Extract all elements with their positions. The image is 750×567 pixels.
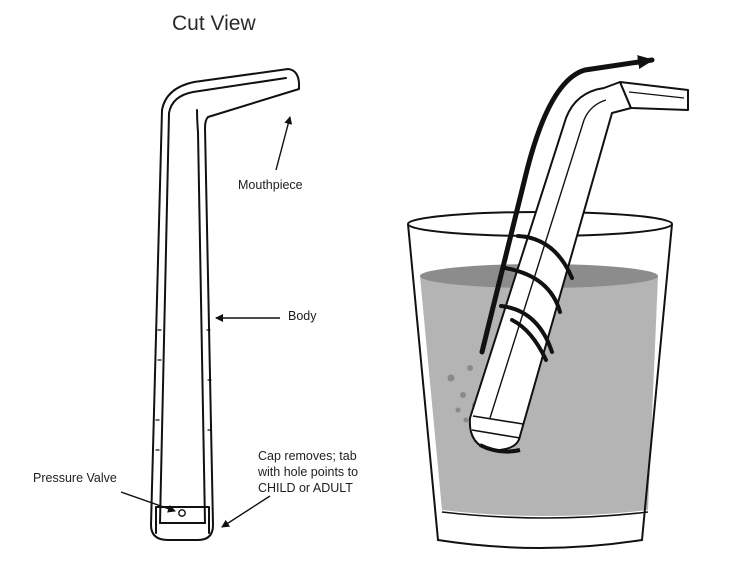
device-in-glass [468,81,689,454]
label-body: Body [288,309,317,323]
pressure-valve-hole [178,509,186,517]
device-stripes [499,234,574,362]
label-cap-line: Cap removes; tab [258,449,357,463]
liquid [420,270,658,516]
body-tick-marks [155,329,212,451]
label-cap-line: CHILD or ADULT [258,481,353,495]
bubbles [447,365,478,423]
device-inner-wall-right [196,109,206,524]
label-cap: Cap removes; tab with hole points to CHI… [258,448,408,496]
cut-view-device [150,68,300,541]
device-inner-wall [159,77,287,524]
figure-title: Cut View [172,12,256,35]
flow-arrow-icon [479,55,655,355]
mouthpiece-arrow-icon [275,116,293,171]
pressure-valve-arrow-icon [120,491,176,513]
glass-outline [407,223,673,549]
label-mouthpiece: Mouthpiece [238,178,303,192]
device-tube [468,81,632,451]
label-pressure-valve: Pressure Valve [33,471,117,485]
device-cap [155,506,210,534]
device-mouthpiece [619,81,689,111]
device-inner-line [489,99,607,419]
device-outer-wall [150,68,300,541]
label-cap-line: with hole points to [258,465,359,479]
device-cap-glass [471,415,524,439]
glass-base-line [441,511,649,519]
cap-arrow-icon [221,495,271,528]
